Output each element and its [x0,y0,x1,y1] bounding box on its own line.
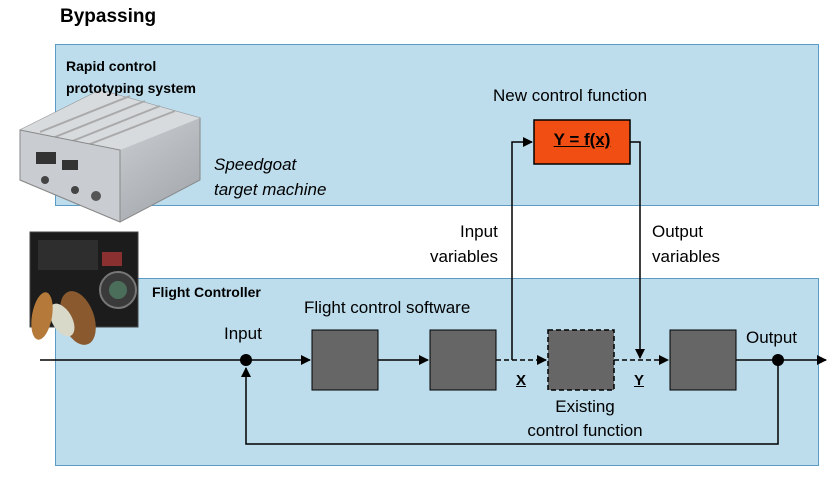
output-variables-label-line2: variables [652,247,721,266]
input-variables-label-line2: variables [430,247,499,266]
output-variables-path [630,141,645,359]
output-label: Output [746,328,798,347]
output-branch-point [772,354,784,366]
control-block-1 [311,329,379,391]
existing-control-function-block [547,329,615,391]
speedgoat-label-line2: target machine [214,180,327,199]
output-variables-label-line1: Output [652,222,704,241]
input-summing-junction [240,354,252,366]
flight-control-software-label: Flight control software [304,298,471,317]
feedback-loop [241,360,779,445]
existing-function-label-line1: Existing [555,397,615,416]
speedgoat-device-image [19,89,201,223]
input-label: Input [224,324,262,343]
flight-controller-hardware-image [29,231,139,345]
input-variables-label-line1: Input [460,222,498,241]
function-box-text: Y = f(x) [553,130,611,149]
x-variable-label: X [516,372,527,389]
rcp-label-line2: prototyping system [66,80,196,96]
rcp-label-line1: Rapid control [66,58,157,74]
new-control-function-label: New control function [493,86,648,105]
control-block-4 [669,329,737,391]
speedgoat-label-line1: Speedgoat [214,155,297,174]
y-variable-label: Y [634,372,645,389]
existing-function-label-line2: control function [527,421,643,440]
input-variables-path [511,137,533,360]
control-block-2 [429,329,497,391]
diagram-title: Bypassing [60,6,157,27]
new-control-function-block [533,119,631,165]
flight-controller-label: Flight Controller [152,284,261,300]
